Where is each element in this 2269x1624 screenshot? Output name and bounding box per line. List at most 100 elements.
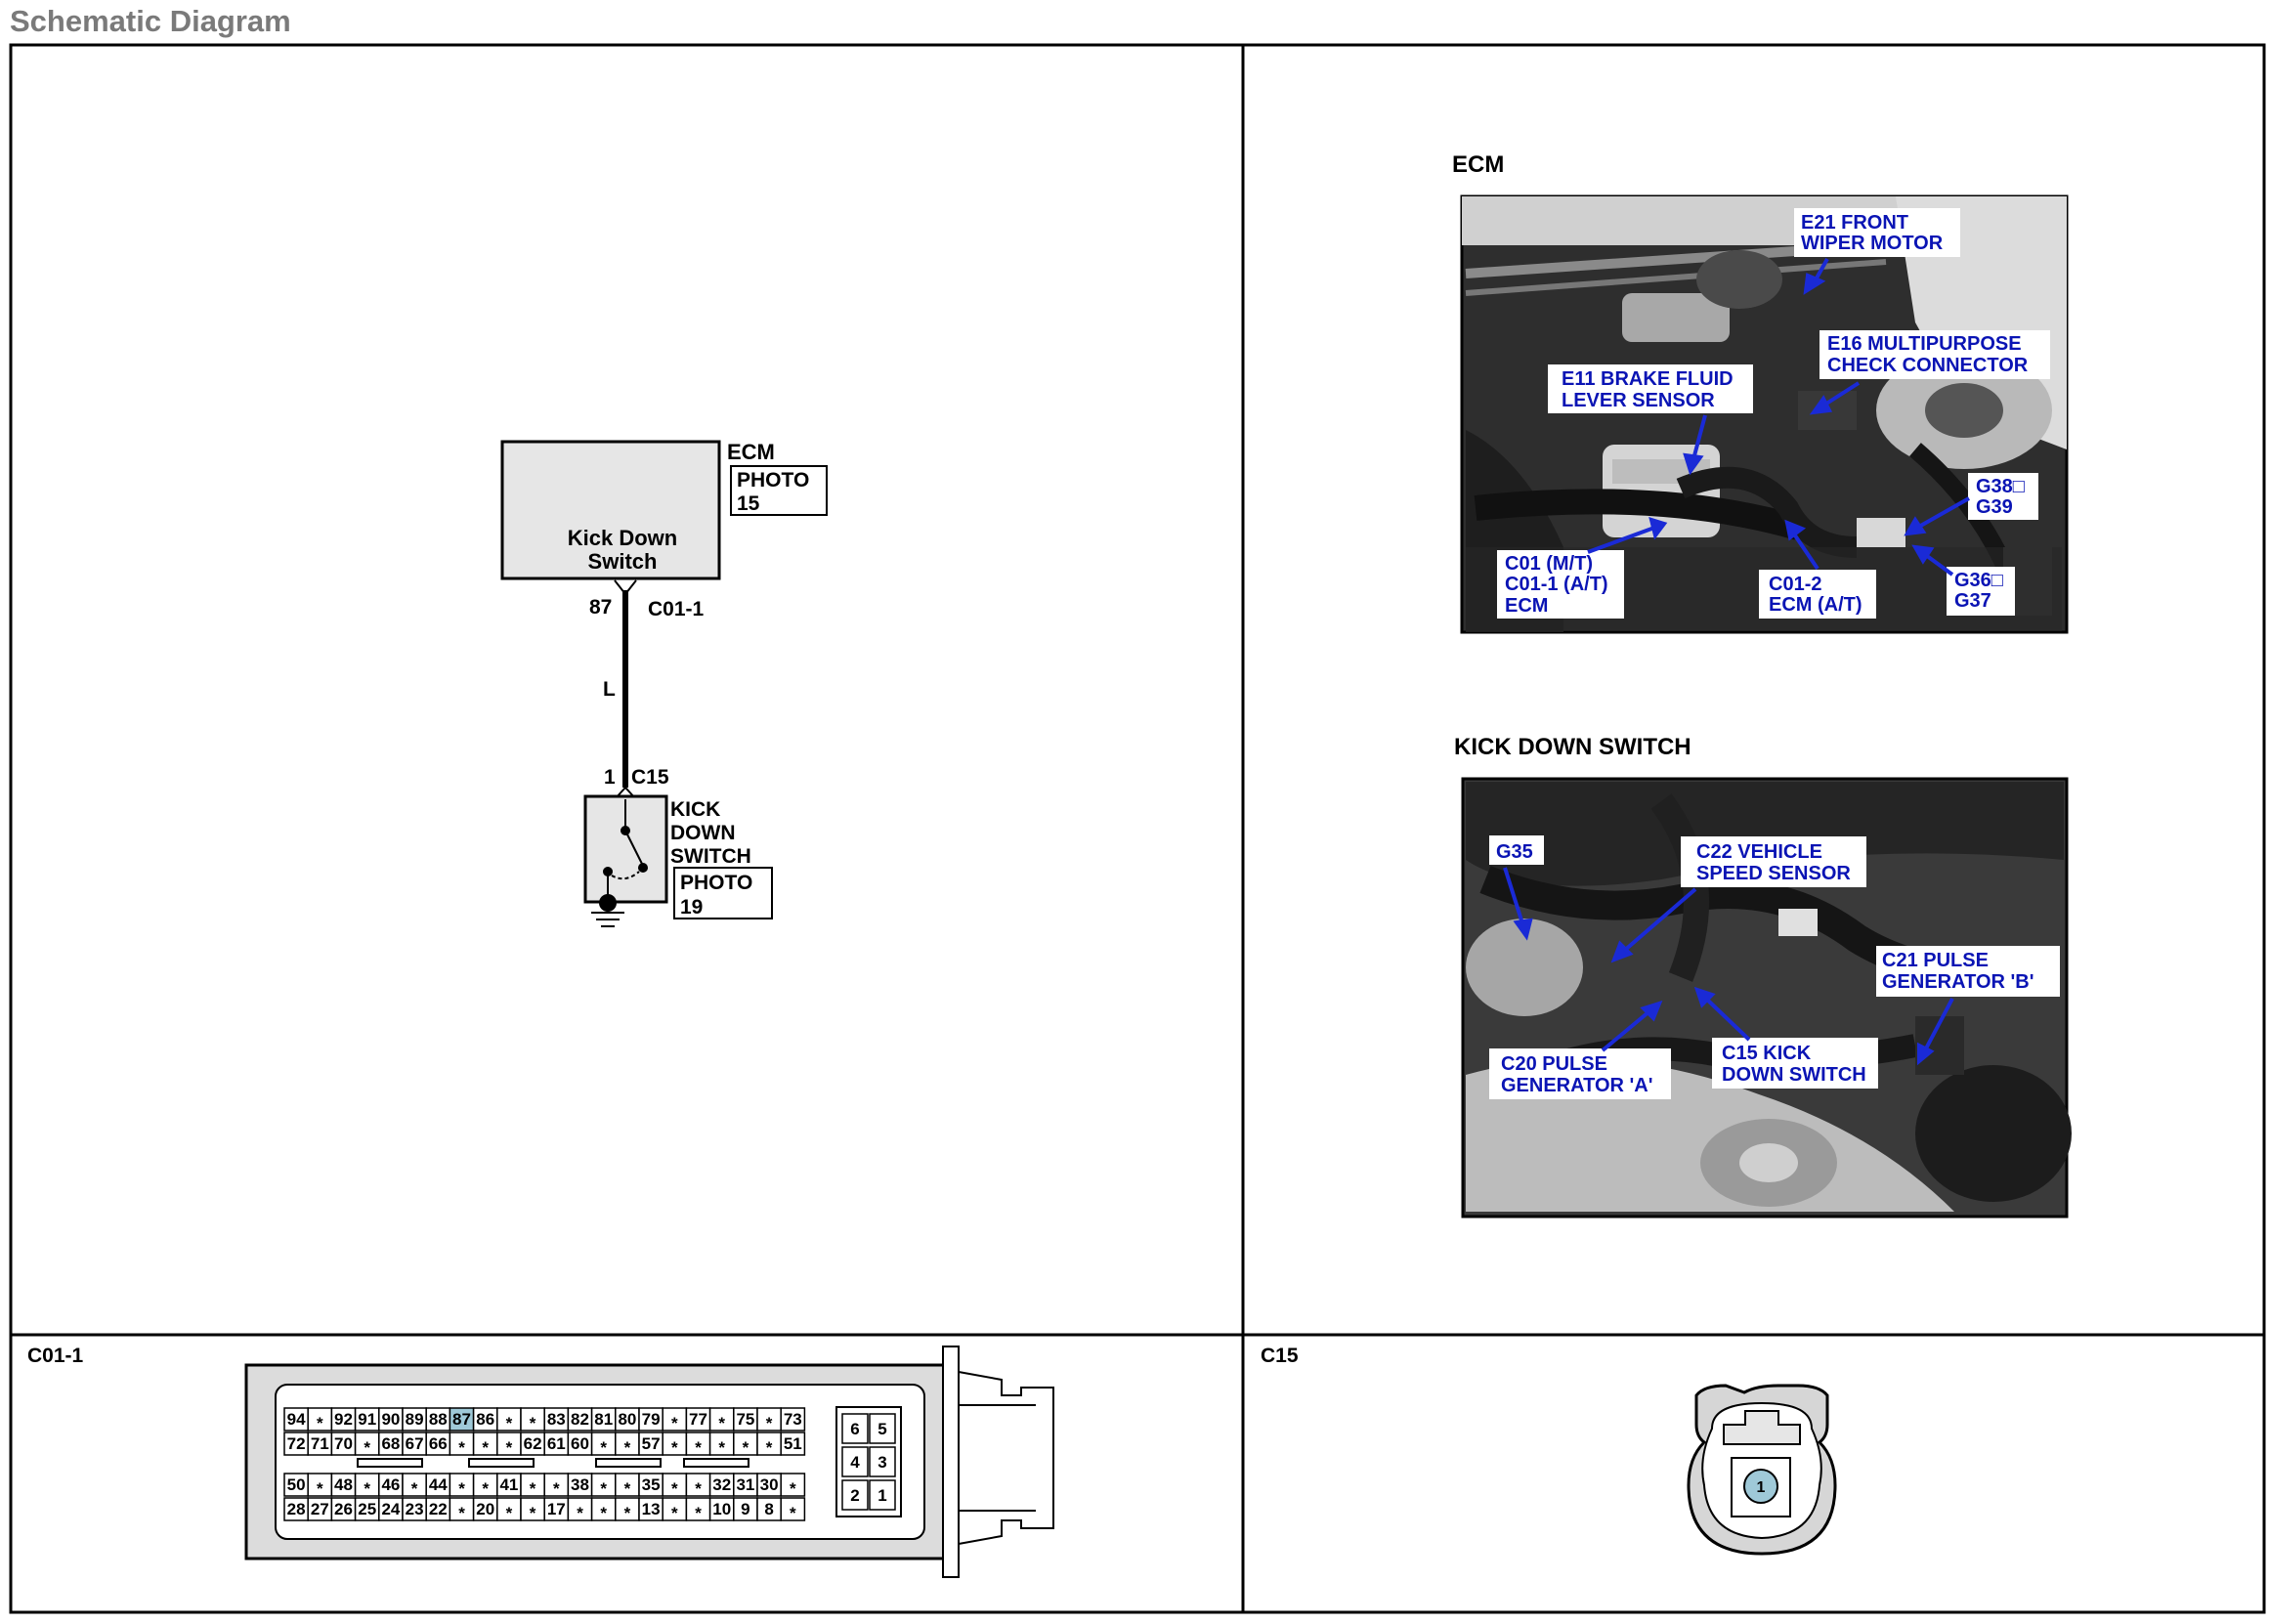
c011-pin-row3-5[interactable]: 46 [378, 1473, 404, 1497]
c011-pin-row4-4[interactable]: 25 [354, 1497, 380, 1521]
c011-pin-row2-22[interactable]: 51 [780, 1432, 806, 1456]
c011-pin-row4-22[interactable]: * [780, 1497, 806, 1522]
c011-pin-row1-6[interactable]: 89 [402, 1407, 427, 1432]
c011-pin-row2-19[interactable]: * [708, 1432, 735, 1457]
kick-down-switch-box[interactable] [583, 794, 668, 904]
c011-pin-row2-5[interactable]: 68 [378, 1432, 404, 1456]
c011-pin-row2-18[interactable]: * [685, 1432, 711, 1457]
c011-pin-row1-11[interactable]: * [520, 1407, 545, 1432]
c011-pin-row1-8[interactable]: 87 [449, 1407, 475, 1432]
c011-side-pin-1[interactable]: 1 [869, 1479, 896, 1511]
c011-pin-row4-10[interactable]: * [496, 1497, 522, 1522]
c011-pin-row1-19[interactable]: * [708, 1407, 735, 1432]
c011-pin-row2-9[interactable]: * [472, 1432, 498, 1457]
c011-pin-row2-13[interactable]: 60 [567, 1432, 593, 1456]
c011-pin-row2-6[interactable]: 67 [402, 1432, 427, 1456]
c011-pin-row4-11[interactable]: * [520, 1497, 545, 1522]
c011-pin-row1-18[interactable]: 77 [685, 1407, 711, 1432]
c011-pin-row1-7[interactable]: 88 [425, 1407, 451, 1432]
c011-pin-row4-20[interactable]: 9 [733, 1497, 758, 1521]
c011-pin-row4-19[interactable]: 10 [708, 1497, 735, 1521]
c011-pin-row2-15[interactable]: * [615, 1432, 640, 1457]
c011-pin-row2-16[interactable]: 57 [638, 1432, 664, 1456]
c011-pin-row3-7[interactable]: 44 [425, 1473, 451, 1497]
c011-pin-row1-21[interactable]: * [756, 1407, 782, 1432]
c011-pin-row2-1[interactable]: 72 [283, 1432, 309, 1456]
switch-photo-box[interactable] [673, 867, 773, 919]
c011-pin-row4-5[interactable]: 24 [378, 1497, 404, 1521]
c011-pin-row1-3[interactable]: 92 [330, 1407, 357, 1432]
c011-pin-row3-3[interactable]: 48 [330, 1473, 357, 1497]
c011-pin-row4-8[interactable]: * [449, 1497, 475, 1522]
c011-pin-row4-14[interactable]: * [590, 1497, 617, 1522]
c011-pin-row4-13[interactable]: * [567, 1497, 593, 1522]
c011-pin-row3-6[interactable]: * [402, 1473, 427, 1498]
c011-pin-row3-11[interactable]: * [520, 1473, 545, 1498]
c011-pin-row3-17[interactable]: * [662, 1473, 688, 1498]
ecm-photo-box[interactable] [730, 465, 828, 516]
c011-pin-row2-10[interactable]: * [496, 1432, 522, 1457]
c011-pin-row3-21[interactable]: 30 [756, 1473, 782, 1497]
c011-pin-row4-9[interactable]: 20 [472, 1497, 498, 1521]
c011-pin-row3-4[interactable]: * [354, 1473, 380, 1498]
c011-pin-row3-15[interactable]: * [615, 1473, 640, 1498]
c011-connector-body[interactable] [244, 1346, 1054, 1578]
c011-pin-row2-12[interactable]: 61 [543, 1432, 570, 1456]
c011-pin-row1-20[interactable]: 75 [733, 1407, 758, 1432]
c011-pin-row1-1[interactable]: 94 [283, 1407, 309, 1432]
c011-pin-row1-9[interactable]: 86 [472, 1407, 498, 1432]
c011-pin-row1-10[interactable]: * [496, 1407, 522, 1432]
c011-pin-row2-11[interactable]: 62 [520, 1432, 545, 1456]
c011-pin-row3-20[interactable]: 31 [733, 1473, 758, 1497]
c011-pin-row4-17[interactable]: * [662, 1497, 688, 1522]
c011-pin-row1-17[interactable]: * [662, 1407, 688, 1432]
c011-side-pin-5[interactable]: 5 [869, 1413, 896, 1444]
c011-pin-row2-2[interactable]: 71 [307, 1432, 333, 1456]
c011-pin-row3-16[interactable]: 35 [638, 1473, 664, 1497]
c011-side-pin-3[interactable]: 3 [869, 1446, 896, 1477]
c011-pin-row3-1[interactable]: 50 [283, 1473, 309, 1497]
c011-pin-row4-6[interactable]: 23 [402, 1497, 427, 1521]
c011-pin-row1-16[interactable]: 79 [638, 1407, 664, 1432]
c011-pin-row3-14[interactable]: * [590, 1473, 617, 1498]
c011-pin-row4-1[interactable]: 28 [283, 1497, 309, 1521]
c011-pin-row3-13[interactable]: 38 [567, 1473, 593, 1497]
c011-pin-row4-12[interactable]: 17 [543, 1497, 570, 1521]
c011-pin-row1-5[interactable]: 90 [378, 1407, 404, 1432]
ecm-box[interactable] [500, 440, 721, 580]
c011-pin-row3-9[interactable]: * [472, 1473, 498, 1498]
c011-pin-row1-14[interactable]: 81 [590, 1407, 617, 1432]
c011-pin-row3-12[interactable]: * [543, 1473, 570, 1498]
c011-pin-row1-15[interactable]: 80 [615, 1407, 640, 1432]
c011-pin-row4-16[interactable]: 13 [638, 1497, 664, 1521]
c011-pin-row3-2[interactable]: * [307, 1473, 333, 1498]
c011-pin-row1-12[interactable]: 83 [543, 1407, 570, 1432]
c011-side-pin-2[interactable]: 2 [841, 1479, 869, 1511]
c011-pin-row3-22[interactable]: * [780, 1473, 806, 1498]
c011-pin-row2-17[interactable]: * [662, 1432, 688, 1457]
c011-pin-row4-15[interactable]: * [615, 1497, 640, 1522]
c011-pin-row1-2[interactable]: * [307, 1407, 333, 1432]
c011-pin-row3-19[interactable]: 32 [708, 1473, 735, 1497]
c011-pin-row4-3[interactable]: 26 [330, 1497, 357, 1521]
c011-pin-row3-10[interactable]: 41 [496, 1473, 522, 1497]
c15-connector-body[interactable]: 1 [1687, 1384, 1837, 1556]
c011-pin-row4-21[interactable]: 8 [756, 1497, 782, 1521]
c011-pin-row3-18[interactable]: * [685, 1473, 711, 1498]
c011-pin-row2-8[interactable]: * [449, 1432, 475, 1457]
c011-side-pin-4[interactable]: 4 [841, 1446, 869, 1477]
c011-pin-row4-18[interactable]: * [685, 1497, 711, 1522]
c011-pin-row2-21[interactable]: * [756, 1432, 782, 1457]
c011-pin-row2-3[interactable]: 70 [330, 1432, 357, 1456]
c011-pin-row1-22[interactable]: 73 [780, 1407, 806, 1432]
c15-pin-1[interactable] [1743, 1469, 1778, 1504]
c011-pin-row4-2[interactable]: 27 [307, 1497, 333, 1521]
c011-pin-row1-13[interactable]: 82 [567, 1407, 593, 1432]
c011-pin-row2-7[interactable]: 66 [425, 1432, 451, 1456]
c011-pin-row2-14[interactable]: * [590, 1432, 617, 1457]
c011-pin-row1-4[interactable]: 91 [354, 1407, 380, 1432]
c011-pin-row3-8[interactable]: * [449, 1473, 475, 1498]
c011-pin-row2-20[interactable]: * [733, 1432, 758, 1457]
c011-side-pin-6[interactable]: 6 [841, 1413, 869, 1444]
c011-pin-row2-4[interactable]: * [354, 1432, 380, 1457]
